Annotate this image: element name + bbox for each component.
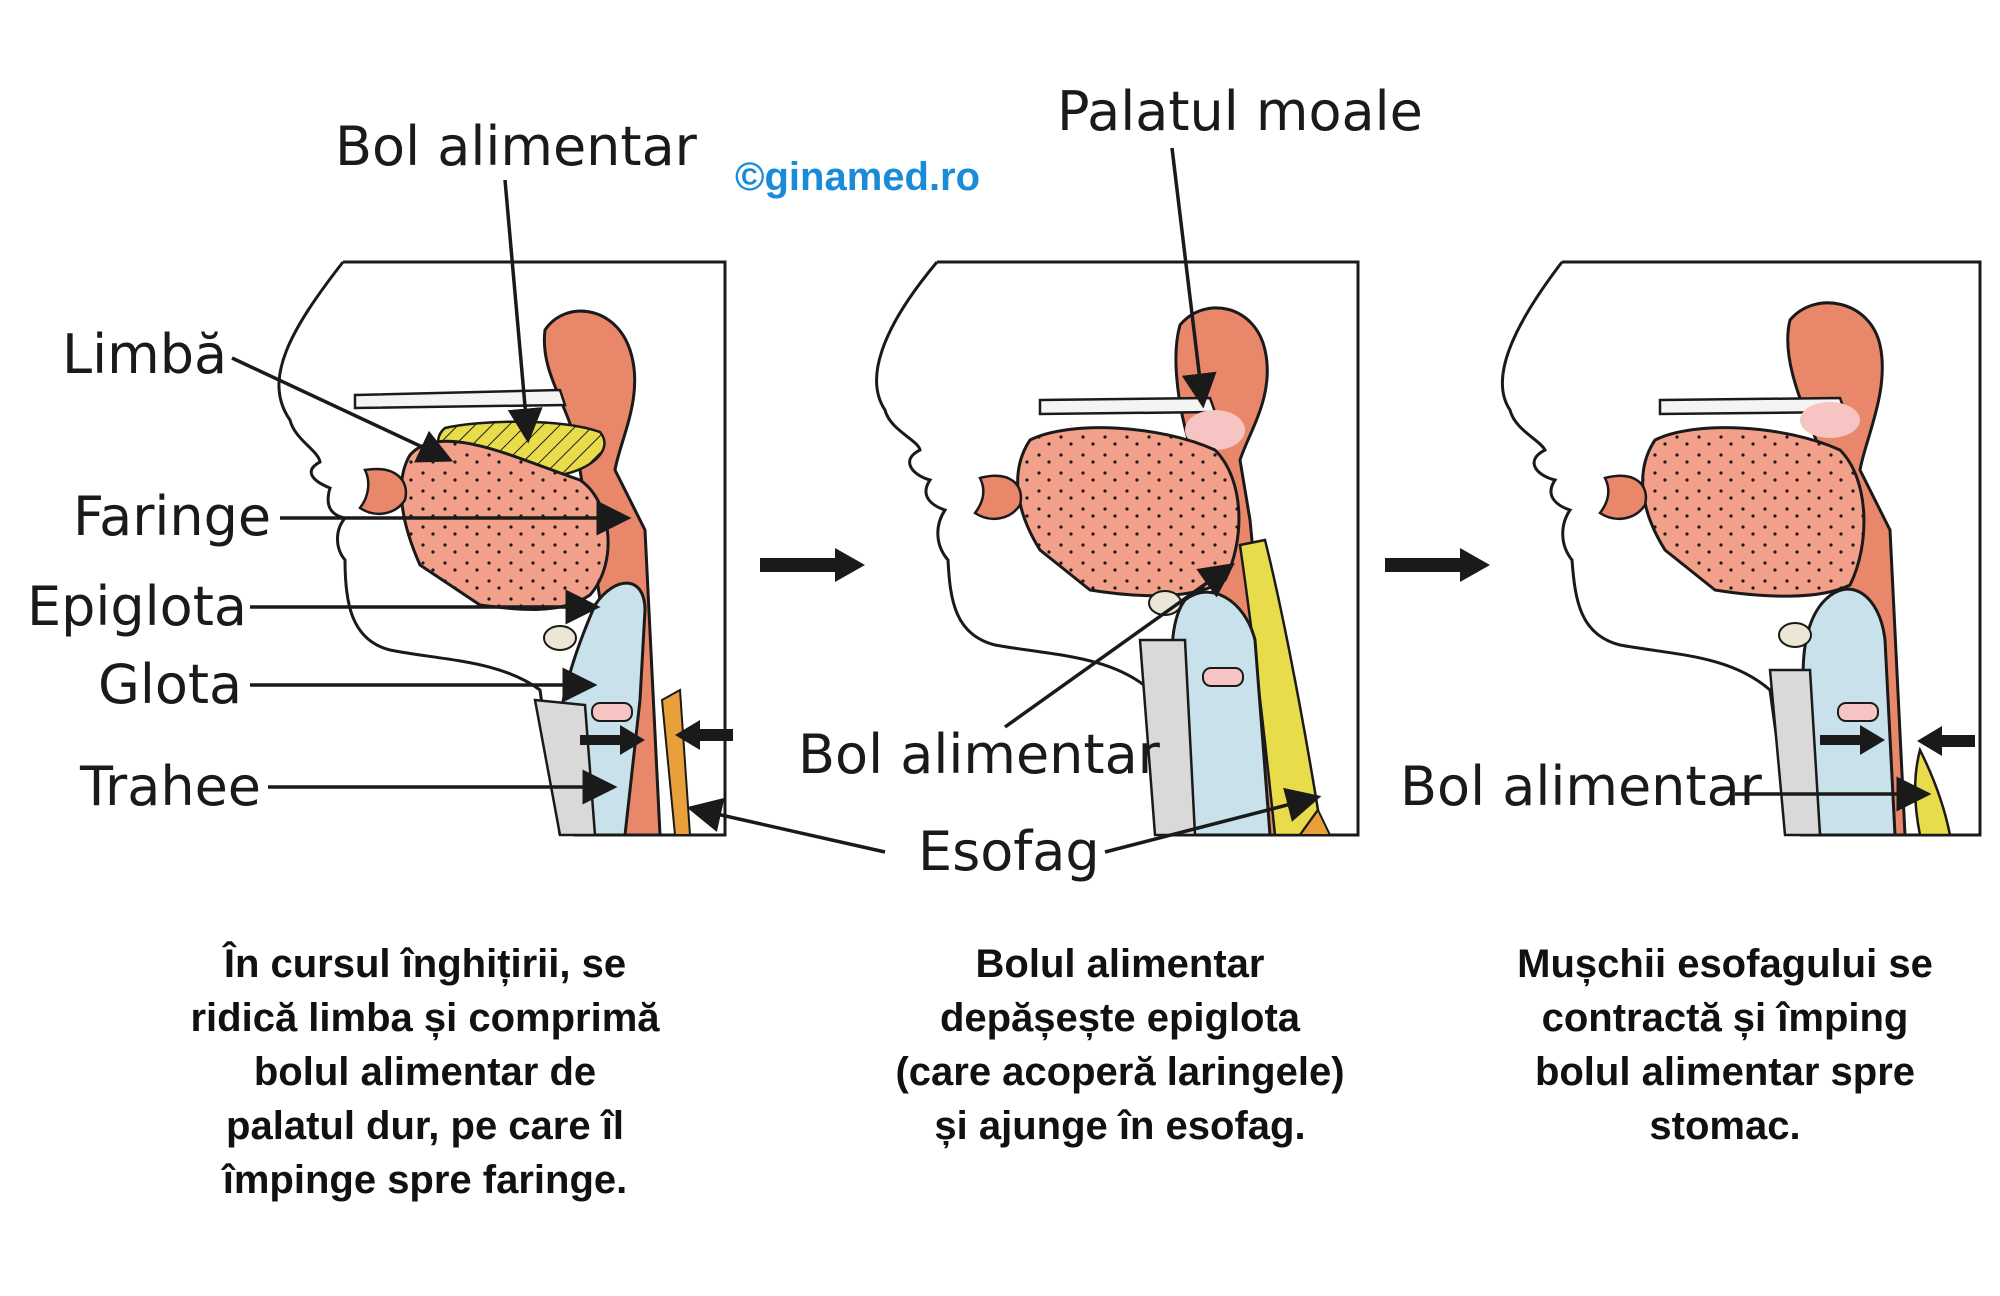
- label-bol-alimentar-right: Bol alimentar: [1400, 755, 1763, 818]
- leader-lines: [231, 147, 1932, 854]
- caption-line: stomac.: [1649, 1104, 1801, 1148]
- caption-step-3: Mușchii esofagului se contractă și împin…: [1470, 937, 1980, 1153]
- lips: [1598, 474, 1648, 521]
- caption-line: depășește epiglota: [939, 996, 1301, 1040]
- caption-line: împinge spre faringe.: [222, 1158, 628, 1202]
- esophagus: [660, 688, 692, 836]
- caption-step-1: În cursul înghițirii, se ridică limba și…: [130, 937, 720, 1207]
- caption-step-2: Bolul alimentar depășește epiglota (care…: [845, 937, 1395, 1153]
- label-bol-alimentar-top: Bol alimentar: [335, 115, 698, 178]
- caption-line: contractă și împing: [1541, 996, 1909, 1040]
- lips: [358, 467, 408, 516]
- tongue: [399, 439, 610, 611]
- label-glota: Glota: [98, 653, 242, 716]
- label-limba: Limbă: [62, 323, 227, 386]
- leader-esofag-left: [686, 797, 886, 854]
- face-profile: [1500, 261, 1792, 836]
- lips: [973, 474, 1023, 521]
- hard-palate: [1038, 396, 1217, 416]
- glottis-mark: [1837, 702, 1879, 722]
- caption-line: bolul alimentar de: [253, 1050, 597, 1094]
- label-esofag: Esofag: [918, 820, 1100, 883]
- leader-bol-alimentar-top: [503, 179, 543, 444]
- caption-line: palatul dur, pe care îl: [226, 1104, 624, 1148]
- label-bol-alimentar-mid: Bol alimentar: [798, 723, 1161, 786]
- arrow-icon: [1820, 725, 1885, 755]
- leader-esofag-right: [1104, 787, 1322, 854]
- arrow-icon: [675, 720, 733, 750]
- panel-step-1: [277, 260, 733, 837]
- caption-line: și ajunge în esofag.: [934, 1104, 1306, 1148]
- tongue: [1641, 426, 1866, 598]
- trachea-cartilage: [533, 698, 597, 837]
- hyoid-bone: [1778, 622, 1812, 648]
- caption-line: bolul alimentar spre: [1534, 1050, 1916, 1094]
- label-trahee: Trahee: [79, 755, 261, 818]
- face-profile: [277, 261, 562, 836]
- leader-palatul-moale: [1170, 147, 1217, 409]
- caption-line: În cursul înghițirii, se: [223, 942, 627, 986]
- trachea-cartilage: [1138, 638, 1197, 837]
- caption-line: Mușchii esofagului se: [1517, 942, 1933, 986]
- esophagus: [1298, 808, 1332, 836]
- glottis-mark: [591, 702, 633, 722]
- caption-line: ridică limba și comprimă: [190, 996, 660, 1040]
- arrow-right-icon: [760, 548, 865, 582]
- leader-bol-alimentar-mid: [1003, 562, 1235, 729]
- hard-palate: [353, 388, 567, 410]
- face-profile: [875, 261, 1172, 836]
- glottis-mark: [1202, 667, 1244, 687]
- arrow-right-icon: [1385, 548, 1490, 582]
- soft-palate-highlight: [1800, 402, 1860, 438]
- soft-palate-highlight: [1185, 410, 1245, 450]
- leader-limba: [231, 356, 454, 463]
- panel-step-3: [1500, 260, 1982, 837]
- watermark: ©ginamed.ro: [735, 155, 980, 199]
- caption-line: (care acoperă laringele): [895, 1050, 1345, 1094]
- label-palatul-moale: Palatul moale: [1057, 80, 1423, 143]
- caption-line: Bolul alimentar: [975, 942, 1265, 986]
- arrow-icon: [1917, 726, 1975, 756]
- arrow-icon: [580, 725, 645, 755]
- tongue: [1016, 426, 1241, 598]
- label-epiglota: Epiglota: [27, 575, 247, 638]
- trachea-cartilage: [1768, 668, 1822, 837]
- label-faringe: Faringe: [73, 485, 271, 548]
- hyoid-bone: [543, 625, 577, 651]
